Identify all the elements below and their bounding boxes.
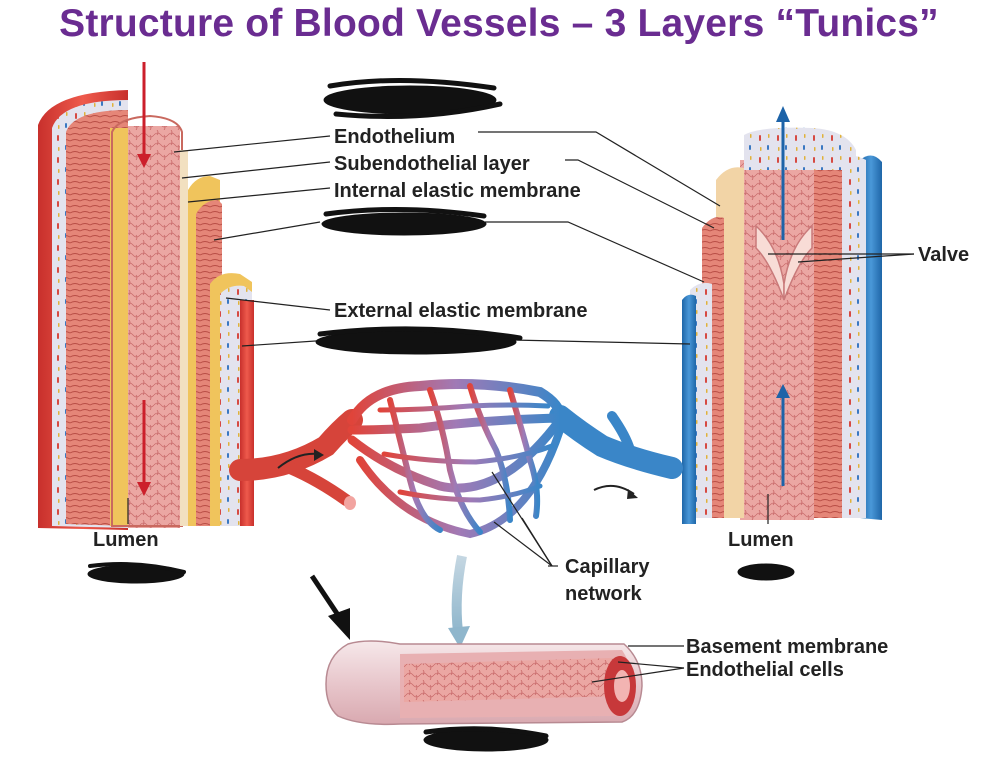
page-title: Structure of Blood Vessels – 3 Layers “T… [59,2,939,45]
light-blue-arrow-icon [448,626,470,648]
redaction-scribble [423,726,549,752]
label-basement-membrane: Basement membrane [686,636,888,658]
label-capillary: Capillary [565,556,650,578]
vein [682,106,882,524]
blue-up-arrow-icon [776,106,790,122]
label-endothelium: Endothelium [334,126,455,148]
label-internal-elastic-membrane: Internal elastic membrane [334,180,581,202]
blue-up-arrow-icon [776,384,790,398]
label-lumen-left: Lumen [93,529,159,551]
artery [38,62,254,530]
label-subendothelial-layer: Subendothelial layer [334,153,530,175]
redaction-scribble [323,77,503,119]
red-down-arrow-icon [137,154,151,168]
redaction-scribble [737,563,795,581]
capillary-network [229,379,683,539]
black-diagonal-arrow-icon [328,608,350,640]
label-endothelial-cells: Endothelial cells [686,659,844,681]
redaction-scribble [321,206,487,236]
capillary-cross-section [309,555,643,726]
label-lumen-right: Lumen [728,529,794,551]
label-network: network [565,583,643,605]
label-external-elastic-membrane: External elastic membrane [334,300,587,322]
red-down-arrow-icon [137,482,151,496]
redaction-scribble [87,562,186,584]
redaction-scribble [315,326,523,355]
redactions [87,77,795,752]
leader-lines [127,131,915,683]
label-valve: Valve [918,244,969,266]
